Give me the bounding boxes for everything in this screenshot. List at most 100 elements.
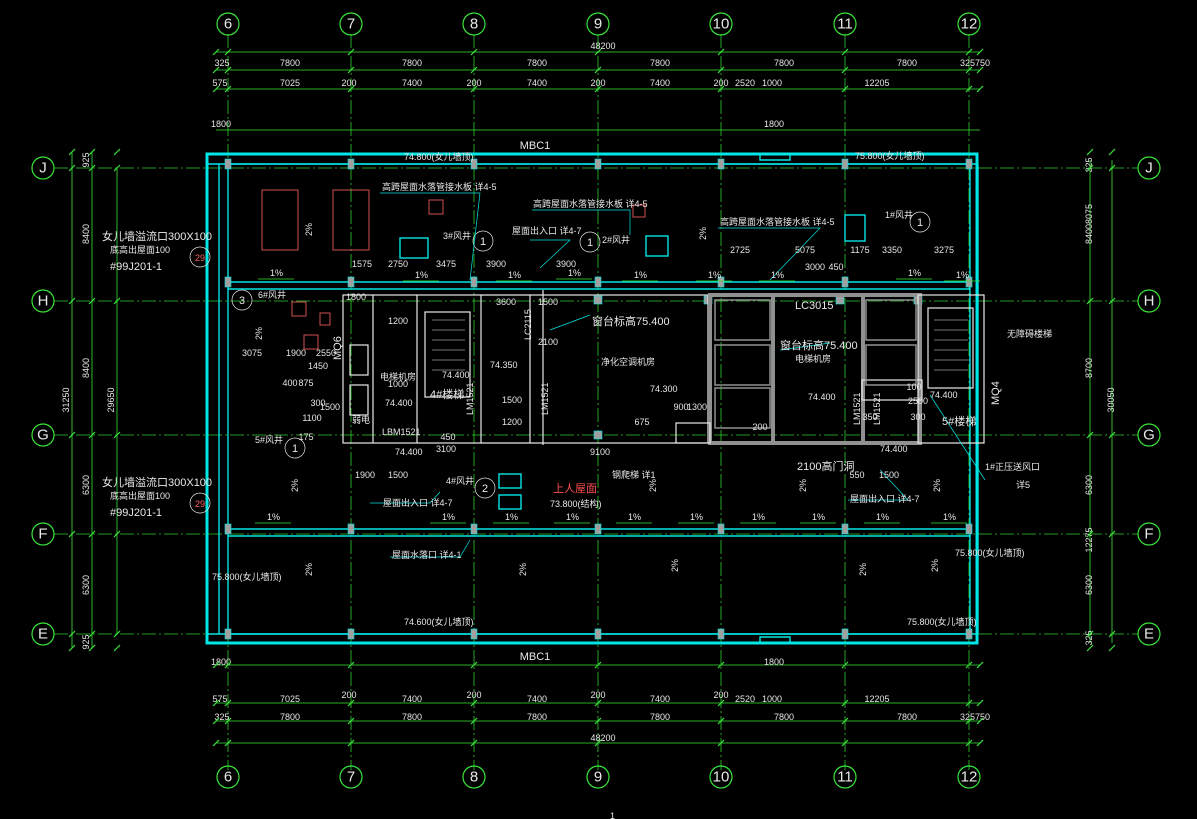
interior-dim: 100	[906, 382, 921, 392]
roof-entry-3: 屋面出入口 详4-7	[850, 493, 920, 504]
column	[224, 523, 232, 535]
top-dim-1: 325	[214, 58, 229, 68]
interior-dim: 5075	[795, 245, 815, 255]
interior-dim: 1800	[346, 292, 366, 302]
pressure-vent-ref: 详5	[1016, 479, 1030, 490]
column	[347, 628, 355, 640]
slope-1pct: 1%	[267, 512, 280, 522]
top-small-1: 1800	[211, 119, 231, 129]
left-seg-1: 925	[81, 152, 91, 167]
column	[224, 276, 232, 288]
axis-label-col-8: 8	[470, 16, 478, 33]
axis-bubble-row-E: E	[31, 622, 55, 646]
top-dim-7: 7800	[897, 58, 917, 68]
callout-2: 2	[482, 483, 488, 495]
left-outer-dim: 31250	[61, 387, 71, 412]
roof-entry-1: 屋面出入口 详4-7	[512, 225, 582, 236]
interior-dim: 9100	[590, 447, 610, 457]
elev-74400-d: 74.400	[930, 390, 958, 400]
top-small-2: 1800	[764, 119, 784, 129]
callout-1-a: 1	[480, 236, 486, 248]
column	[841, 628, 849, 640]
axis-label-col-10: 10	[713, 769, 730, 786]
top-dimensions: 48200 325 7800 7800 7800 7800 7800 7800 …	[211, 41, 990, 131]
drain-note-2: 高跨屋面水落管接水板 详4-5	[533, 198, 648, 209]
top-dim-2: 7800	[280, 58, 300, 68]
interior-dim: 3075	[242, 348, 262, 358]
column	[470, 628, 478, 640]
door-2100-label: 2100高门洞	[797, 459, 854, 473]
elev-74350: 74.350	[490, 360, 518, 370]
elevator-room-label: 电梯机房	[380, 371, 416, 382]
axis-label-row-F: F	[38, 526, 47, 543]
top-dim2-5: 200	[466, 78, 481, 88]
slope-2pct: 2%	[648, 479, 658, 492]
left-dimensions: 31250 29650 925 8400 8400 6300 6300 925	[61, 152, 118, 650]
axis-label-col-12: 12	[961, 16, 978, 33]
column	[717, 158, 725, 170]
column	[965, 158, 973, 170]
roof-walkway-label: 上人屋面	[553, 482, 597, 495]
roof-drain-1: 屋面水落口 详4-1	[392, 549, 462, 560]
slope-1pct: 1%	[505, 512, 518, 522]
interior-dim: 450	[828, 262, 843, 272]
bottom-dim2-5: 200	[466, 690, 481, 700]
axis-bubble-col-8: 8	[462, 765, 486, 789]
bottom-dim2-7: 200	[590, 690, 605, 700]
slope-1pct: 1%	[943, 512, 956, 522]
interior-dim: 3600	[496, 297, 516, 307]
bottom-dim2-9: 200	[713, 690, 728, 700]
axis-bubble-row-H: H	[1137, 289, 1161, 313]
column	[594, 628, 602, 640]
mbc-top-label: MBC1	[520, 140, 551, 152]
column	[347, 158, 355, 170]
bottom-dim-5: 7800	[650, 712, 670, 722]
plan-labels: MBC1 MBC1 74.800(女儿墙顶) 75.800(女儿墙顶) 74.6…	[102, 140, 1052, 819]
axis-bubble-row-F: F	[31, 522, 55, 546]
lm1521-label: LM1521	[465, 382, 475, 415]
top-dim2-10: 2520	[735, 78, 755, 88]
column	[593, 295, 603, 305]
bottom-dim-3: 7800	[402, 712, 422, 722]
bottom-dim2-3: 200	[341, 690, 356, 700]
column	[717, 523, 725, 535]
right-seg-7: 6300	[1084, 575, 1094, 595]
top-dim-8: 325750	[960, 58, 990, 68]
right-seg-4: 8700	[1084, 358, 1094, 378]
bottom-dim-8: 325750	[960, 712, 990, 722]
overflow-top-line2: 底高出屋面100	[110, 244, 170, 255]
axis-label-row-H: H	[38, 293, 49, 310]
lbm1521-label: LBM1521	[382, 427, 421, 437]
interior-dim: 1450	[308, 361, 328, 371]
axis-bubble-col-9: 9	[586, 12, 610, 36]
callouts: 1 1 1 3 1 2 29 29	[189, 211, 931, 514]
shaft-6-label: 6#风井	[258, 289, 286, 300]
bottom-dim-6: 7800	[774, 712, 794, 722]
interior-dim: 3100	[436, 444, 456, 454]
roof-entry-2: 屋面出入口 详4-7	[383, 497, 453, 508]
callout-1-d: 1	[292, 443, 298, 455]
lm1521-d-label: LM1521	[872, 392, 882, 425]
axis-label-col-9: 9	[594, 769, 602, 786]
elev-74400-c: 74.400	[808, 392, 836, 402]
interior-dim: 450	[440, 432, 455, 442]
ac-room-label: 净化空调机房	[601, 356, 655, 367]
slope-1pct: 1%	[415, 270, 428, 280]
interior-dim: 3000	[805, 262, 825, 272]
bottom-dim2-4: 7400	[402, 694, 422, 704]
column	[594, 276, 602, 288]
column	[717, 276, 725, 288]
interior-dim: 875	[298, 378, 313, 388]
slope-1pct: 1%	[876, 512, 889, 522]
axis-label-row-J: J	[1145, 160, 1153, 177]
top-dim2-4: 7400	[402, 78, 422, 88]
slope-1pct: 1%	[568, 268, 581, 278]
axis-bubble-col-11: 11	[833, 765, 857, 789]
slope-1pct: 1%	[508, 270, 521, 280]
column	[965, 523, 973, 535]
left-seg-3: 8400	[81, 358, 91, 378]
elev-top-left: 74.800(女儿墙顶)	[404, 151, 474, 162]
axis-bubble-col-12: 12	[957, 12, 981, 36]
lm1521-b-label: LM1521	[540, 382, 550, 415]
